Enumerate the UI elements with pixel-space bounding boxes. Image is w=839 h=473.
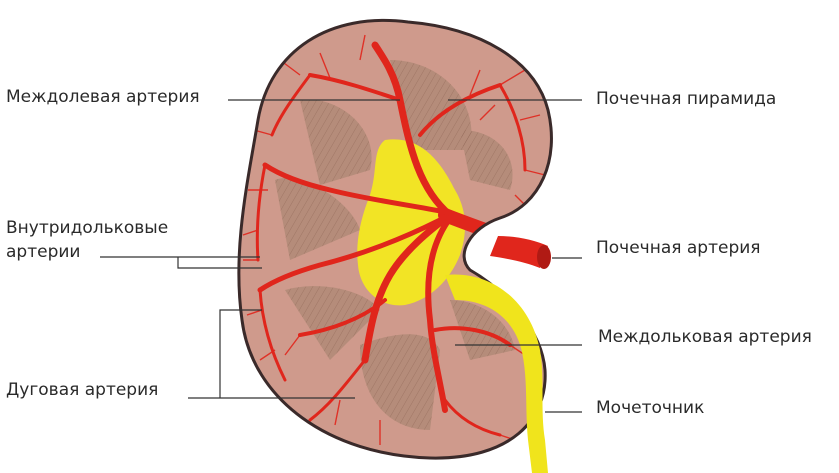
label-ureter: Мочеточник (596, 398, 704, 418)
label-interlobar-artery: Междолевая артерия (6, 87, 200, 107)
label-renal-pyramid: Почечная пирамида (596, 89, 776, 109)
label-intralobular-line1: Внутридольковые (6, 218, 168, 238)
label-interlobular-artery: Междольковая артерия (598, 327, 812, 347)
label-renal-artery: Почечная артерия (596, 238, 761, 258)
renal-artery-stump (490, 236, 551, 269)
label-intralobular-line2: артерии (6, 242, 80, 262)
label-arcuate-artery: Дуговая артерия (6, 380, 158, 400)
